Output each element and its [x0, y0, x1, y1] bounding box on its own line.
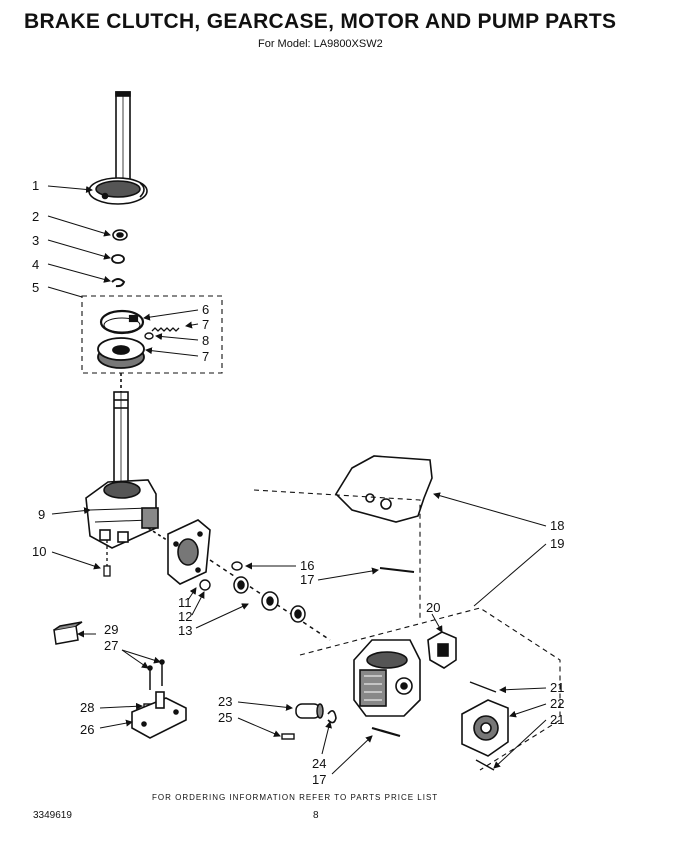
part-17-rod [379, 567, 415, 573]
ordering-info-note: FOR ORDERING INFORMATION REFER TO PARTS … [152, 793, 439, 802]
part-8-pin [144, 332, 154, 340]
part-2-washer [112, 229, 128, 241]
part-4-retaining-clip [111, 278, 126, 288]
callout-25: 25 [218, 710, 232, 725]
callout-21: 21 [550, 712, 564, 727]
leader-lines [47, 185, 547, 775]
callout-8: 8 [202, 333, 209, 348]
part-26-mounting-plate [131, 691, 187, 739]
callout-26: 26 [80, 722, 94, 737]
callout-11: 11 [178, 595, 192, 610]
callout-3: 3 [32, 233, 39, 248]
part-23-capacitor [295, 703, 324, 719]
part-25-screw [281, 733, 295, 740]
part-27-pins [147, 659, 165, 690]
callout-23: 23 [218, 694, 232, 709]
part-6-brake-band [99, 309, 145, 335]
part-22-pump [461, 699, 509, 757]
callout-22: 22 [550, 696, 564, 711]
callout-24: 24 [312, 756, 326, 771]
callout-18: 18 [550, 518, 564, 533]
callout-labels: 1 2 3 4 5 6 7 8 7 9 10 11 12 13 16 17 18… [32, 178, 564, 787]
callout-7: 7 [202, 349, 209, 364]
callout-9: 9 [38, 507, 45, 522]
part-13-couplings [209, 559, 331, 641]
callout-13: 13 [178, 623, 192, 638]
callout-7: 7 [202, 317, 209, 332]
callout-20: 20 [426, 600, 440, 615]
part-10-screw [103, 540, 111, 577]
callout-10: 10 [32, 544, 46, 559]
motor [353, 639, 421, 717]
callout-16: 16 [300, 558, 314, 573]
callout-4: 4 [32, 257, 39, 272]
callout-2: 2 [32, 209, 39, 224]
part-24-capacitor-strap [327, 710, 337, 724]
part-5-brake-assembly-box [81, 295, 223, 374]
callout-17: 17 [312, 772, 326, 787]
part-29-brush-block [53, 621, 83, 645]
part-19-motor-assembly-region [253, 489, 561, 771]
part-11-pump-plate [147, 519, 211, 585]
model-subtitle: For Model: LA9800XSW2 [258, 38, 383, 50]
callout-12: 12 [178, 609, 192, 624]
part-20-bracket [427, 631, 457, 669]
part-12-plug [199, 579, 211, 591]
page-title: BRAKE CLUTCH, GEARCASE, MOTOR AND PUMP P… [24, 10, 617, 33]
callout-17: 17 [300, 572, 314, 587]
callout-28: 28 [80, 700, 94, 715]
part-16-clip [231, 561, 243, 571]
part-9-gearcase [85, 373, 159, 549]
document-number: 3349619 [33, 810, 72, 821]
callout-29: 29 [104, 622, 118, 637]
callout-19: 19 [550, 536, 564, 551]
part-1-brake-cam-shaft [88, 91, 148, 205]
part-17-rod-lower [371, 726, 401, 738]
callout-27: 27 [104, 638, 118, 653]
callout-5: 5 [32, 280, 39, 295]
page-number: 8 [313, 810, 319, 821]
part-3-ring [111, 254, 125, 264]
callout-1: 1 [32, 178, 39, 193]
callout-6: 6 [202, 302, 209, 317]
part-7-spring [151, 327, 180, 332]
part-18-gasket [334, 455, 433, 523]
part-7-brake-drum [97, 337, 145, 369]
callout-21: 21 [550, 680, 564, 695]
part-21-clamp [469, 681, 497, 771]
